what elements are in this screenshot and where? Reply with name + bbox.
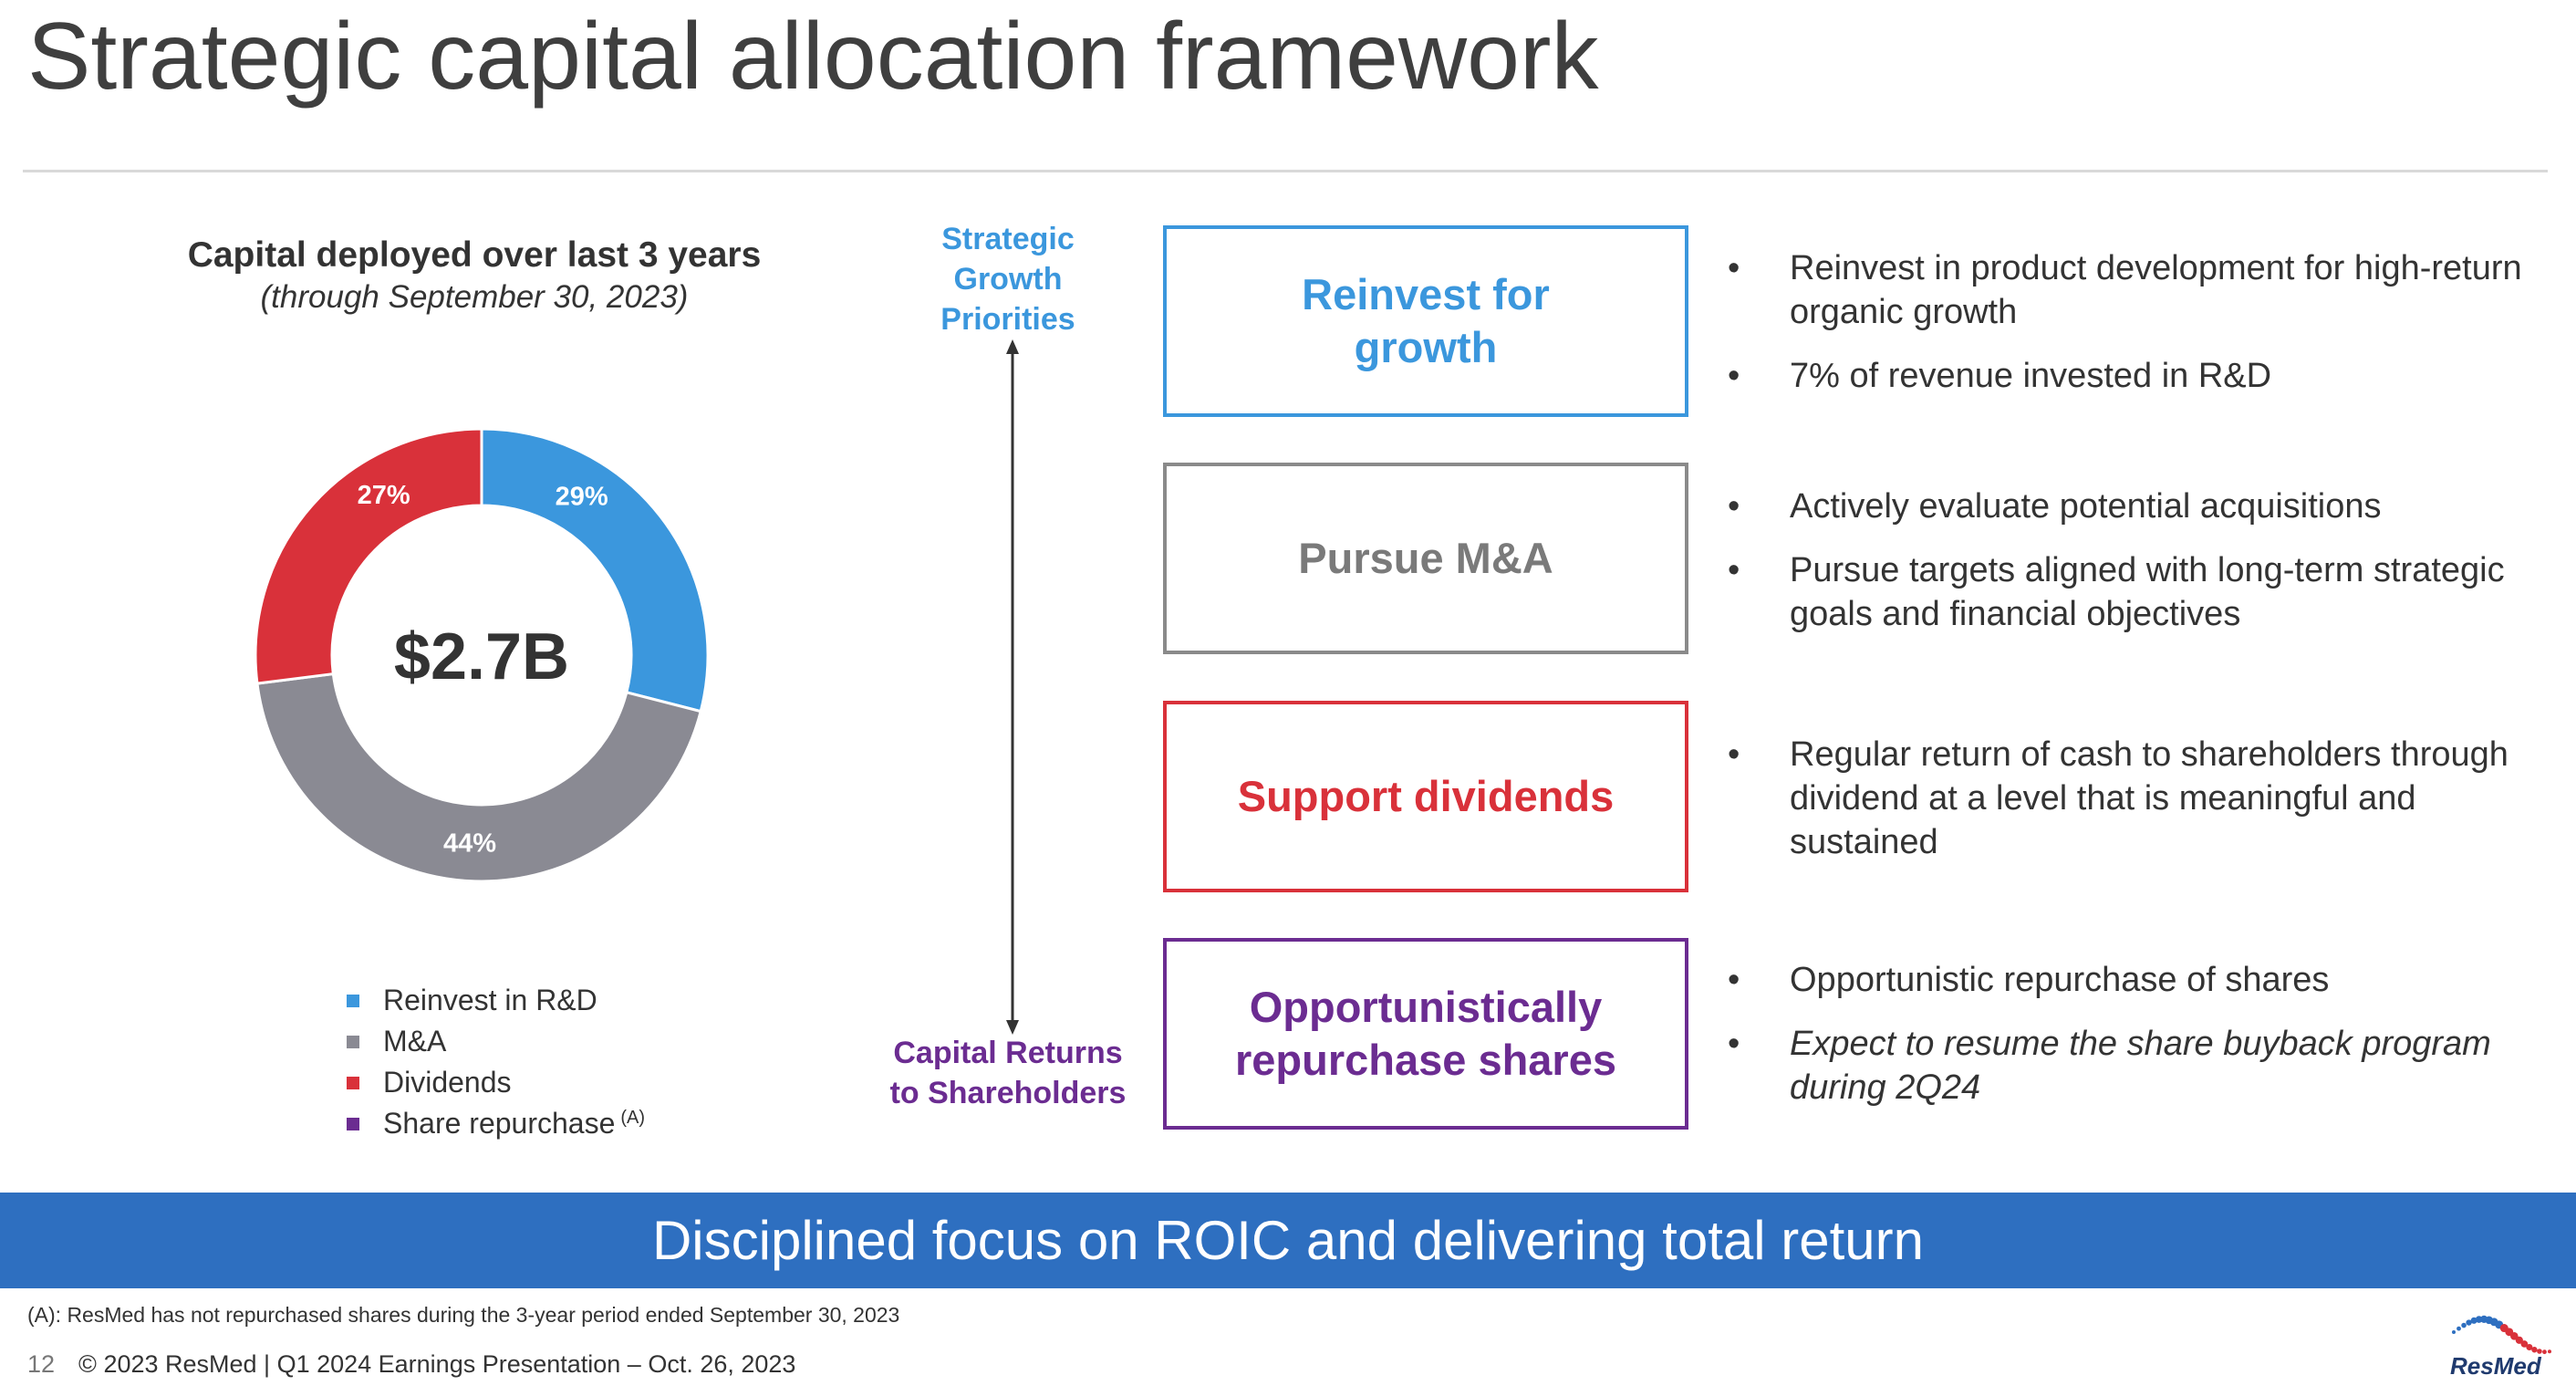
pillar-label: Support dividends bbox=[1237, 772, 1615, 820]
logo-dot bbox=[2510, 1332, 2519, 1340]
bullet-item: • Regular return of cash to shareholders … bbox=[1715, 733, 2536, 864]
donut-slice-dividends bbox=[254, 427, 483, 685]
bullet-text: Pursue targets aligned with long-term st… bbox=[1790, 551, 2505, 633]
pillar-reinvest-box: Reinvest for growth bbox=[1163, 225, 1688, 417]
page-title: Strategic capital allocation framework bbox=[27, 4, 1599, 109]
footnote: (A): ResMed has not repurchased shares d… bbox=[27, 1303, 900, 1327]
bullet-item: • Actively evaluate potential acquisition… bbox=[1715, 484, 2536, 528]
bullet-text: Opportunistic repurchase of shares bbox=[1790, 961, 2330, 999]
donut-slice-label: 29% bbox=[556, 483, 608, 512]
bullet-text: Expect to resume the share buyback progr… bbox=[1790, 1025, 2491, 1107]
logo-dot bbox=[2526, 1343, 2533, 1351]
donut-chart: 29% 44% 27% $2.7B bbox=[254, 427, 710, 883]
page-number: 12 bbox=[27, 1350, 56, 1378]
axis-top-label: Strategic Growth Priorities bbox=[940, 222, 1075, 337]
chart-title: Capital deployed over last 3 years bbox=[187, 235, 762, 275]
legend-item-ma: M&A bbox=[347, 1021, 645, 1062]
bullet-dot-icon: • bbox=[1728, 1025, 1740, 1063]
chart-legend: Reinvest in R&D M&A Dividends Share repu… bbox=[347, 980, 645, 1144]
logo-dot bbox=[2466, 1319, 2472, 1326]
legend-swatch bbox=[347, 1117, 359, 1130]
legend-label: Reinvest in R&D bbox=[383, 984, 597, 1016]
legend-item-rd: Reinvest in R&D bbox=[347, 980, 645, 1021]
pillar-dividends-box: Support dividends bbox=[1163, 701, 1688, 892]
logo-dot bbox=[2452, 1330, 2456, 1334]
bullet-item: • Reinvest in product development for hig… bbox=[1715, 246, 2536, 334]
legend-item-repurchase: Share repurchase (A) bbox=[347, 1103, 645, 1144]
logo-dot bbox=[2537, 1349, 2542, 1354]
bullets-ma: • Actively evaluate potential acquisition… bbox=[1715, 484, 2536, 656]
logo-dot bbox=[2542, 1349, 2547, 1355]
pillar-label: Pursue M&A bbox=[1298, 534, 1553, 582]
logo-text: ResMed bbox=[2450, 1352, 2541, 1380]
legend-label: Dividends bbox=[383, 1066, 512, 1099]
legend-item-dividends: Dividends bbox=[347, 1062, 645, 1103]
resmed-logo-icon bbox=[2452, 1315, 2551, 1355]
bullet-text: Actively evaluate potential acquisitions bbox=[1790, 487, 2382, 526]
bullet-text: Reinvest in product development for high… bbox=[1790, 249, 2522, 331]
bullet-item: • Expect to resume the share buyback prog… bbox=[1715, 1022, 2536, 1110]
bullet-dot-icon: • bbox=[1728, 487, 1740, 526]
pillar-repurchase-box: Opportunistically repurchase shares bbox=[1163, 938, 1688, 1130]
bullets-reinvest: • Reinvest in product development for hig… bbox=[1715, 246, 2536, 418]
logo-dot bbox=[2548, 1349, 2551, 1354]
bullet-dot-icon: • bbox=[1728, 551, 1740, 589]
title-divider bbox=[23, 170, 2548, 172]
logo-dot bbox=[2515, 1336, 2523, 1344]
summary-banner: Disciplined focus on ROIC and delivering… bbox=[0, 1193, 2576, 1288]
pillar-label: Opportunistically repurchase shares bbox=[1234, 983, 1617, 1084]
donut-slice-m-a bbox=[255, 672, 703, 883]
legend-swatch bbox=[347, 1076, 359, 1089]
bullet-dot-icon: • bbox=[1728, 249, 1740, 287]
pillar-label: Reinvest for growth bbox=[1302, 270, 1550, 371]
donut-center-label: $2.7B bbox=[394, 620, 569, 693]
donut-slice-reinvest-in-r-d bbox=[480, 427, 710, 714]
logo-dot bbox=[2520, 1340, 2529, 1348]
axis-bottom-label: Capital Returns to Shareholders bbox=[889, 1036, 1127, 1110]
legend-footnote-marker: (A) bbox=[620, 1108, 646, 1128]
footer: 12 © 2023 ResMed | Q1 2024 Earnings Prese… bbox=[27, 1350, 795, 1379]
logo-dot bbox=[2531, 1347, 2538, 1353]
legend-label: Share repurchase bbox=[383, 1107, 616, 1140]
logo-dot bbox=[2457, 1326, 2461, 1331]
bullet-dot-icon: • bbox=[1728, 735, 1740, 774]
pillar-ma-box: Pursue M&A bbox=[1163, 463, 1688, 654]
footer-text: © 2023 ResMed | Q1 2024 Earnings Present… bbox=[78, 1350, 796, 1378]
bullet-item: • 7% of revenue invested in R&D bbox=[1715, 354, 2536, 398]
bullet-item: • Opportunistic repurchase of shares bbox=[1715, 958, 2536, 1002]
bullet-text: 7% of revenue invested in R&D bbox=[1790, 357, 2272, 395]
chart-subtitle: (through September 30, 2023) bbox=[260, 279, 689, 315]
bullets-dividends: • Regular return of cash to shareholders … bbox=[1715, 733, 2536, 884]
bullet-text: Regular return of cash to shareholders t… bbox=[1790, 735, 2508, 861]
donut-slice-label: 27% bbox=[358, 481, 410, 510]
donut-slice-label: 44% bbox=[443, 829, 496, 859]
legend-swatch bbox=[347, 1035, 359, 1048]
legend-label: M&A bbox=[383, 1025, 447, 1057]
banner-text: Disciplined focus on ROIC and delivering… bbox=[651, 1210, 1925, 1271]
bullets-repurchase: • Opportunistic repurchase of shares • Exp… bbox=[1715, 958, 2536, 1130]
bullet-dot-icon: • bbox=[1728, 357, 1740, 395]
bullet-dot-icon: • bbox=[1728, 961, 1740, 999]
logo-dot bbox=[2461, 1322, 2467, 1328]
bullet-item: • Pursue targets aligned with long-term s… bbox=[1715, 548, 2536, 636]
double-arrow-icon bbox=[1006, 339, 1019, 1035]
legend-swatch bbox=[347, 994, 359, 1007]
